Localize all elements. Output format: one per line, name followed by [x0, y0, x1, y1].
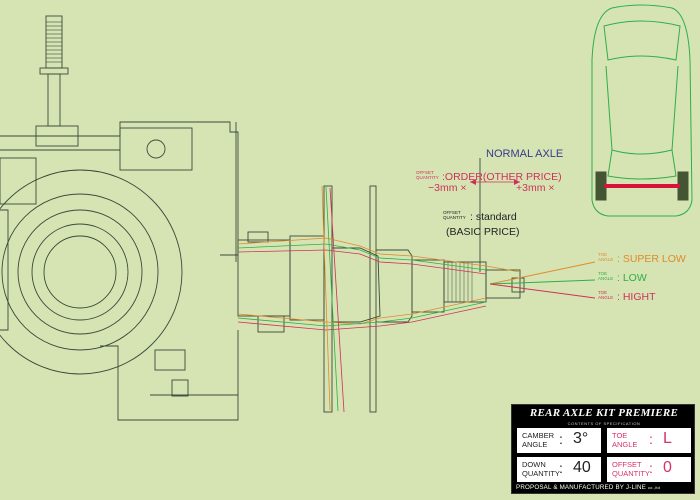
order-label: :ORDER(OTHER PRICE): [442, 171, 562, 183]
angle-small-1: ANGLE: [598, 257, 613, 262]
offset-value: 0: [663, 459, 672, 476]
offset-cell: OFFSET QUANTITY : 0: [606, 456, 692, 483]
toe-small-1: TOE: [598, 252, 607, 257]
quantity-small-label: QUANTITY: [416, 175, 439, 180]
down-label: DOWN QUANTITY: [522, 460, 560, 478]
toe-value: L: [663, 430, 672, 447]
quantity-small-label-2: QUANTITY: [443, 215, 466, 220]
basic-price-label: (BASIC PRICE): [446, 226, 520, 238]
footer-text: PROPOSAL & MANUFACTURED BY J-LINE: [516, 484, 647, 491]
panel-footer: PROPOSAL & MANUFACTURED BY J-LINE co.,lt…: [516, 484, 692, 491]
toe-small-3: TOE: [598, 290, 607, 295]
hub-circles: [0, 169, 183, 375]
minus-offset-label: −3mm ×: [428, 182, 467, 194]
car-top-view: [591, 4, 693, 217]
threaded-stud: [35, 15, 79, 147]
hight-label: : HIGHT: [617, 291, 656, 303]
standard-label: : standard: [470, 211, 517, 223]
panel-title: REAR AXLE KIT PREMIERE: [529, 407, 679, 419]
angle-small-2: ANGLE: [598, 276, 613, 281]
offset-label: OFFSET QUANTITY: [612, 460, 650, 478]
footer-suffix: co.,ltd: [647, 485, 661, 490]
offset-ghost-lines: [237, 185, 521, 413]
angle-small-3: ANGLE: [598, 295, 613, 300]
toe-angle-lines: [489, 261, 596, 299]
panel-subtitle: CONTENTS OF SPECIFICATION: [567, 421, 641, 426]
camber-colon: :: [559, 431, 563, 447]
plus-offset-label: +3mm ×: [516, 182, 555, 194]
camber-label: CAMBER ANGLE: [522, 431, 555, 449]
offset-small-label: OFFSET: [416, 170, 434, 175]
toe-cell: TOE ANGLE : L: [606, 427, 692, 454]
toe-label: TOE ANGLE: [612, 431, 638, 449]
super-low-label: : SUPER LOW: [617, 253, 686, 265]
offset-small-label-2: OFFSET: [443, 210, 461, 215]
offset-colon: :: [649, 460, 653, 476]
spec-panel: REAR AXLE KIT PREMIERE CONTENTS OF SPECI…: [511, 404, 695, 494]
normal-axle-label: NORMAL AXLE: [486, 148, 563, 160]
down-colon: :: [559, 460, 563, 476]
down-cell: DOWN QUANTITY : 40: [516, 456, 602, 483]
toe-small-2: TOE: [598, 271, 607, 276]
camber-value: 3°: [573, 430, 589, 447]
toe-colon: :: [649, 431, 653, 447]
offset-dimension: [470, 179, 520, 185]
camber-cell: CAMBER ANGLE : 3°: [516, 427, 602, 454]
down-value: 40: [573, 459, 591, 476]
low-label: : LOW: [617, 272, 647, 284]
